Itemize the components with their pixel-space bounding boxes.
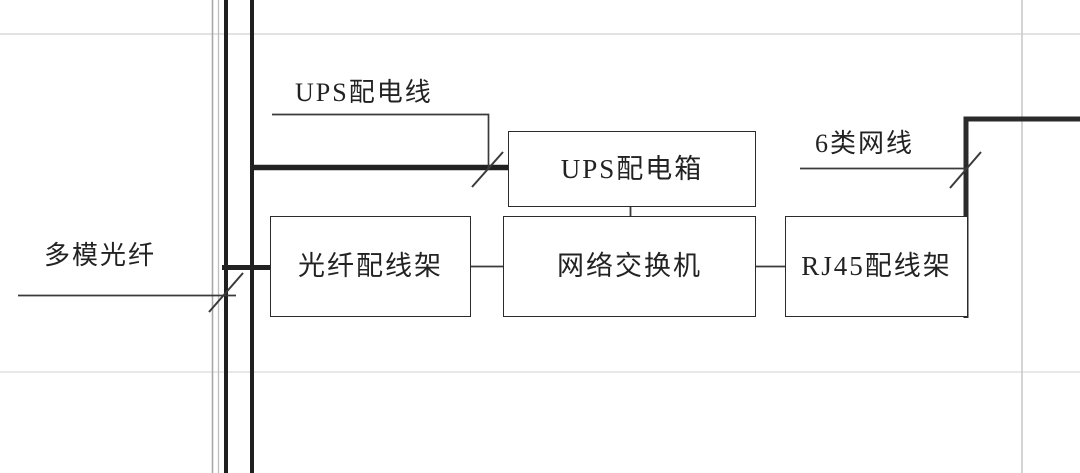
wire-label-ups-feeder: UPS配电线 [295,78,433,107]
node-network-switch-label: 网络交换机 [557,251,702,281]
leader-lines [18,113,982,313]
node-network-switch[interactable]: 网络交换机 [503,216,756,317]
node-rj45-patch-panel-label: RJ45配线架 [801,251,952,281]
cat6-riser-run [963,116,1080,318]
wall-partition [211,0,254,473]
leader-line-ups-feeder [272,113,490,168]
wire-label-cat6-cable: 6类网线 [815,129,915,158]
slash-tick-cat6 [949,151,982,189]
wire-label-multimode-fiber: 多模光纤 [44,241,157,270]
node-ups-panel-label: UPS配电箱 [560,153,704,184]
slash-tick-ups-feeder [471,151,504,188]
node-ups-panel[interactable]: UPS配电箱 [508,131,756,207]
cat6-riser-path [963,116,1080,318]
node-rj45-patch-panel[interactable]: RJ45配线架 [785,216,968,317]
slash-tick-multimode [208,272,244,313]
node-fiber-patch-panel[interactable]: 光纤配线架 [270,216,471,317]
equipment-connectors [469,206,787,268]
node-fiber-patch-panel-label: 光纤配线架 [298,251,443,281]
